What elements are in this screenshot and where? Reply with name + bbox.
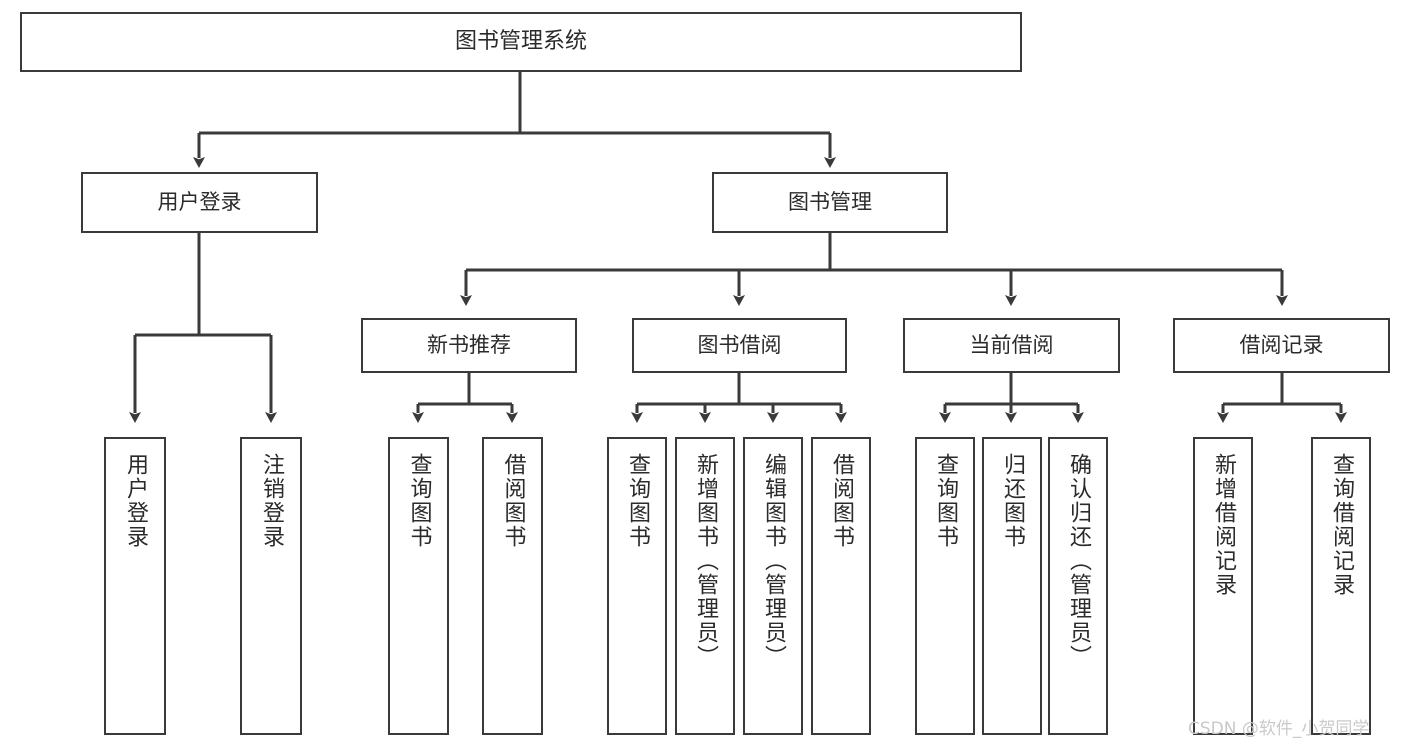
node-user-login[interactable]: 用户登录 bbox=[81, 172, 318, 233]
node-label: 注销登录 bbox=[259, 453, 284, 549]
node-label: 查询图书 bbox=[933, 453, 958, 549]
node-label: 新增借阅记录 bbox=[1211, 453, 1236, 597]
leaf-edit-book-admin[interactable]: 编辑图书（管理员） bbox=[743, 437, 803, 735]
node-label: 图书借阅 bbox=[697, 333, 782, 358]
leaf-add-borrow-record[interactable]: 新增借阅记录 bbox=[1193, 437, 1253, 735]
leaf-confirm-return-admin[interactable]: 确认归还（管理员） bbox=[1048, 437, 1108, 735]
node-label: 新书推荐 bbox=[427, 333, 511, 358]
node-borrow-record[interactable]: 借阅记录 bbox=[1173, 318, 1390, 373]
node-label: 借阅记录 bbox=[1239, 333, 1324, 358]
node-current-borrow[interactable]: 当前借阅 bbox=[903, 318, 1120, 373]
leaf-query-borrow-record[interactable]: 查询借阅记录 bbox=[1311, 437, 1371, 735]
node-label: 编辑图书（管理员） bbox=[761, 453, 786, 669]
leaf-add-book-admin[interactable]: 新增图书（管理员） bbox=[675, 437, 735, 735]
node-label: 查询图书 bbox=[406, 453, 432, 549]
leaf-logout[interactable]: 注销登录 bbox=[240, 437, 302, 735]
node-label: 用户登录 bbox=[123, 453, 148, 549]
node-label: 借阅图书 bbox=[500, 453, 526, 549]
node-root-system[interactable]: 图书管理系统 bbox=[20, 12, 1022, 72]
leaf-user-login[interactable]: 用户登录 bbox=[104, 437, 166, 735]
node-label: 图书管理 bbox=[788, 190, 872, 215]
node-label: 新增图书（管理员） bbox=[693, 453, 718, 669]
leaf-query-book-current[interactable]: 查询图书 bbox=[915, 437, 975, 735]
csdn-watermark: CSDN @软件_小贺同学 bbox=[1188, 719, 1370, 739]
node-book-borrow[interactable]: 图书借阅 bbox=[632, 318, 847, 373]
node-label: 查询借阅记录 bbox=[1329, 453, 1354, 597]
node-label: 归还图书 bbox=[1000, 453, 1025, 549]
node-label: 当前借阅 bbox=[969, 333, 1054, 358]
leaf-return-book[interactable]: 归还图书 bbox=[982, 437, 1042, 735]
node-label: 用户登录 bbox=[157, 190, 242, 215]
node-book-management[interactable]: 图书管理 bbox=[712, 172, 948, 233]
node-label: 借阅图书 bbox=[829, 453, 854, 549]
node-label: 查询图书 bbox=[625, 453, 650, 549]
leaf-query-book-recommend[interactable]: 查询图书 bbox=[388, 437, 449, 735]
node-label: 图书管理系统 bbox=[454, 29, 587, 55]
node-label: 确认归还（管理员） bbox=[1066, 453, 1091, 669]
node-new-book-recommend[interactable]: 新书推荐 bbox=[361, 318, 577, 373]
leaf-query-book-borrow[interactable]: 查询图书 bbox=[607, 437, 667, 735]
leaf-borrow-book[interactable]: 借阅图书 bbox=[811, 437, 871, 735]
leaf-borrow-book-recommend[interactable]: 借阅图书 bbox=[482, 437, 543, 735]
